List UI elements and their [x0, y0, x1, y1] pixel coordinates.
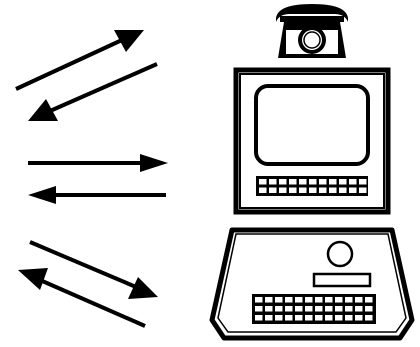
monitor-key: [269, 179, 277, 185]
console-key: [315, 306, 323, 312]
monitor-key: [339, 187, 347, 193]
arrow-up-left: [18, 268, 146, 328]
arrows-group: [15, 30, 168, 328]
console-key: [355, 315, 363, 321]
monitor-key: [339, 179, 347, 185]
console-key: [315, 297, 323, 303]
console-key: [275, 297, 283, 303]
console-key: [345, 306, 353, 312]
console-key: [285, 315, 293, 321]
console-key: [255, 315, 263, 321]
monitor-key: [259, 179, 267, 185]
computer-monitor-icon: [233, 67, 391, 215]
console-key: [295, 306, 303, 312]
monitor-key: [259, 187, 267, 193]
console-key: [335, 297, 343, 303]
monitor-key: [269, 187, 277, 193]
monitor-key: [289, 187, 297, 193]
monitor-key: [319, 179, 327, 185]
arrow-pair-middle: [28, 154, 168, 204]
monitor-key: [279, 179, 287, 185]
keyboard-console-icon: [209, 227, 415, 341]
monitor-key: [319, 187, 327, 193]
console-key: [305, 315, 313, 321]
arrow-left: [28, 186, 166, 204]
console-key: [255, 306, 263, 312]
console-key: [265, 315, 273, 321]
monitor-keypad: [256, 176, 368, 196]
monitor-key: [329, 179, 337, 185]
console-key: [265, 297, 273, 303]
console-key: [305, 297, 313, 303]
console-key: [325, 297, 333, 303]
console-key: [325, 306, 333, 312]
arrow-pair-bottom: [18, 240, 158, 328]
console-key: [285, 306, 293, 312]
console-key: [295, 315, 303, 321]
monitor-key: [289, 179, 297, 185]
console-key: [275, 315, 283, 321]
monitor-key: [299, 179, 307, 185]
arrow-right: [28, 154, 168, 172]
monitor-key: [309, 187, 317, 193]
console-key: [315, 315, 323, 321]
monitor-key: [349, 179, 357, 185]
console-key: [365, 315, 373, 321]
console-round-button: [326, 240, 354, 268]
arrow-pair-top: [15, 30, 158, 121]
monitor-key: [279, 187, 287, 193]
console-slot: [312, 272, 372, 288]
console-key: [265, 306, 273, 312]
monitor-key: [359, 187, 367, 193]
console-key: [345, 315, 353, 321]
console-key: [345, 297, 353, 303]
console-keyboard: [252, 294, 376, 324]
console-key: [325, 315, 333, 321]
console-key: [275, 306, 283, 312]
console-key: [335, 315, 343, 321]
arrow-down-right: [29, 240, 158, 299]
console-key: [255, 297, 263, 303]
console-key: [365, 306, 373, 312]
monitor-key: [359, 179, 367, 185]
monitor-key: [349, 187, 357, 193]
monitor-screen: [254, 84, 370, 166]
monitor-key: [329, 187, 337, 193]
monitor-key: [299, 187, 307, 193]
console-key: [305, 306, 313, 312]
arrow-up-right: [15, 30, 144, 91]
console-key: [355, 297, 363, 303]
console-key: [355, 306, 363, 312]
console-key: [295, 297, 303, 303]
monitor-key: [309, 179, 317, 185]
console-key: [285, 297, 293, 303]
console-key: [365, 297, 373, 303]
rotary-telephone-icon: [276, 4, 348, 58]
arrow-down-left: [28, 62, 158, 121]
console-key: [335, 306, 343, 312]
